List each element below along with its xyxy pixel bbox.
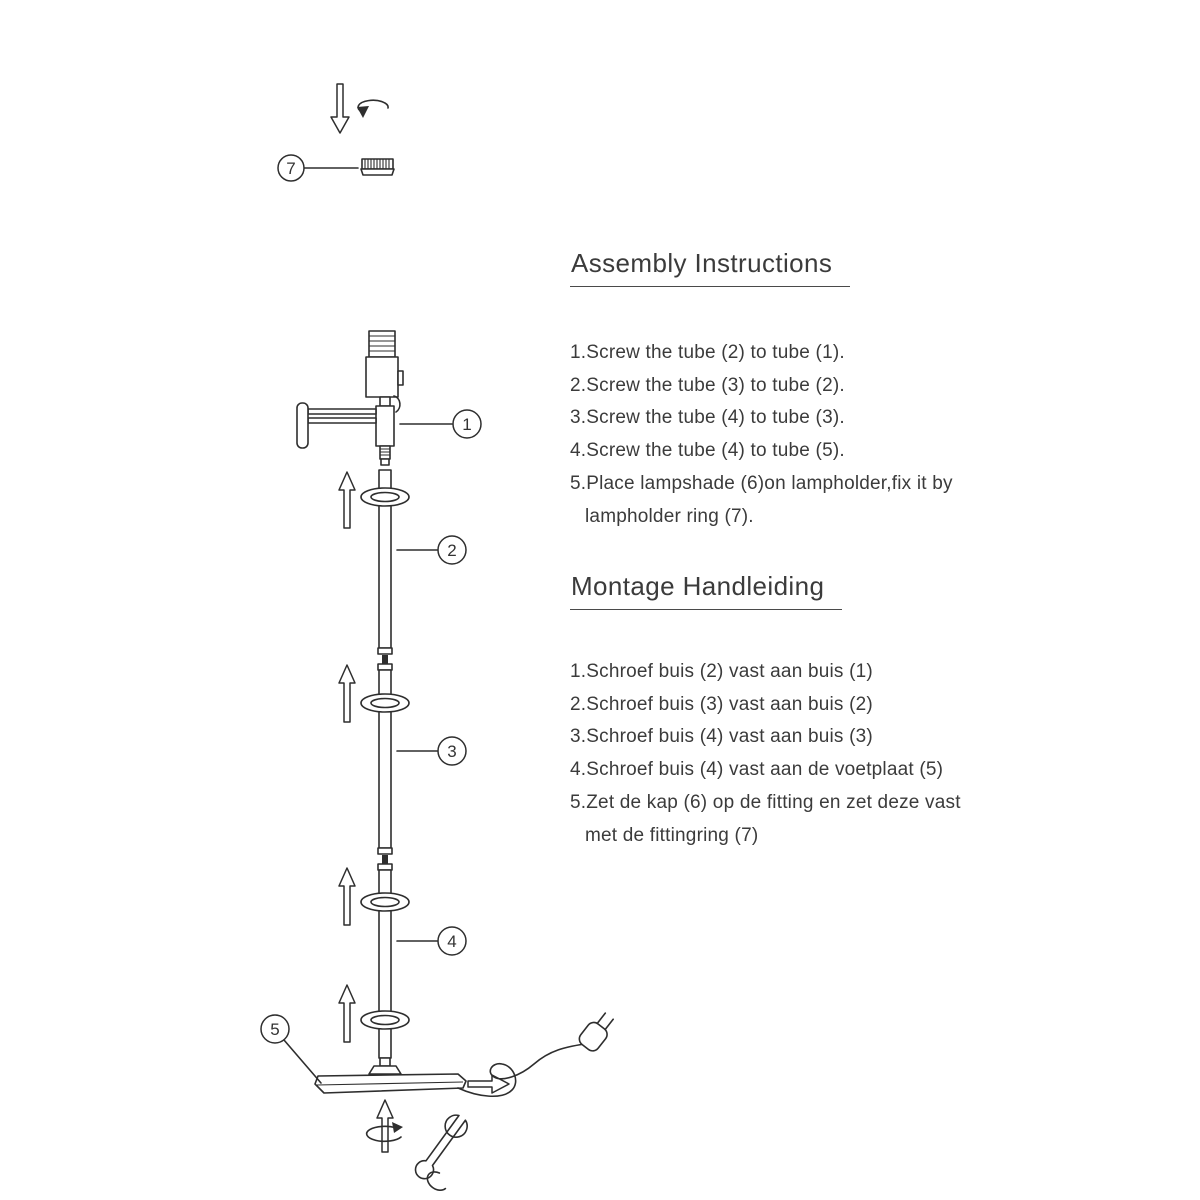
callout-2-label: 2 [447, 541, 456, 560]
instruction-line: 4.Schroef buis (4) vast aan de voetplaat… [570, 759, 944, 781]
callout-1-label: 1 [462, 415, 471, 434]
rotate-arrow-icon [365, 1122, 403, 1143]
instruction-line: 4.Screw the tube (4) to tube (5). [570, 440, 845, 462]
instruction-line-continuation: met de fittingring (7) [585, 824, 759, 846]
callout-4: 4 [396, 926, 467, 956]
down-arrow-icon [330, 83, 350, 134]
power-plug-icon [578, 1012, 614, 1052]
up-arrow-icon [338, 867, 356, 926]
up-arrow-icon [338, 471, 356, 529]
up-arrow-icon [338, 984, 356, 1043]
rotate-arrow-icon [357, 99, 389, 118]
collar-ring-icon [360, 487, 410, 507]
tube-3-icon [377, 663, 393, 855]
instruction-line: 1.Schroef buis (2) vast aan buis (1) [570, 661, 873, 682]
base-plate-icon [314, 1057, 467, 1094]
instruction-line: 3.Schroef buis (4) vast aan buis (3) [570, 726, 873, 748]
collar-ring-icon [360, 693, 410, 713]
instruction-line: 1.Screw the tube (2) to tube (1). [570, 342, 845, 363]
dutch-steps: 1.Schroef buis (2) vast aan buis (1) 2.S… [570, 656, 961, 852]
english-steps: 1.Screw the tube (2) to tube (1). 2.Scre… [570, 337, 953, 533]
ring-kit: 7 [277, 83, 395, 182]
instruction-line: 5.Zet de kap (6) op de fitting en zet de… [570, 791, 961, 813]
instruction-line: 5.Place lampshade (6)on lampholder,fix i… [570, 472, 953, 494]
callout-5: 5 [260, 1014, 322, 1084]
instruction-line: 2.Schroef buis (3) vast aan buis (2) [570, 693, 873, 715]
up-arrow-icon [338, 664, 356, 723]
callout-1: 1 [399, 409, 482, 439]
callout-7-label: 7 [286, 159, 295, 178]
tube-2-icon [377, 469, 393, 655]
right-arrow-icon [467, 1074, 510, 1094]
tube-joint [382, 855, 388, 864]
callout-2: 2 [396, 535, 467, 565]
collar-ring-icon [360, 892, 410, 912]
dutch-title: Montage Handleiding [570, 571, 843, 610]
callout-3: 3 [396, 736, 467, 766]
callout-5-label: 5 [270, 1020, 279, 1039]
tube-joint [382, 655, 388, 664]
lampholder-icon [365, 330, 404, 413]
power-cord-icon [457, 1043, 585, 1097]
wrench-icon [414, 1114, 468, 1191]
swing-arm-icon [296, 402, 395, 466]
callout-7: 7 [277, 154, 359, 182]
collar-ring-icon [360, 1010, 410, 1030]
instruction-line: 3.Screw the tube (4) to tube (3). [570, 407, 845, 429]
instruction-line-continuation: lampholder ring (7). [585, 505, 754, 527]
instruction-line: 2.Screw the tube (3) to tube (2). [570, 374, 845, 396]
lampholder-ring-icon [360, 158, 395, 176]
callout-4-label: 4 [447, 932, 456, 951]
english-title: Assembly Instructions [570, 248, 851, 287]
callout-3-label: 3 [447, 742, 456, 761]
